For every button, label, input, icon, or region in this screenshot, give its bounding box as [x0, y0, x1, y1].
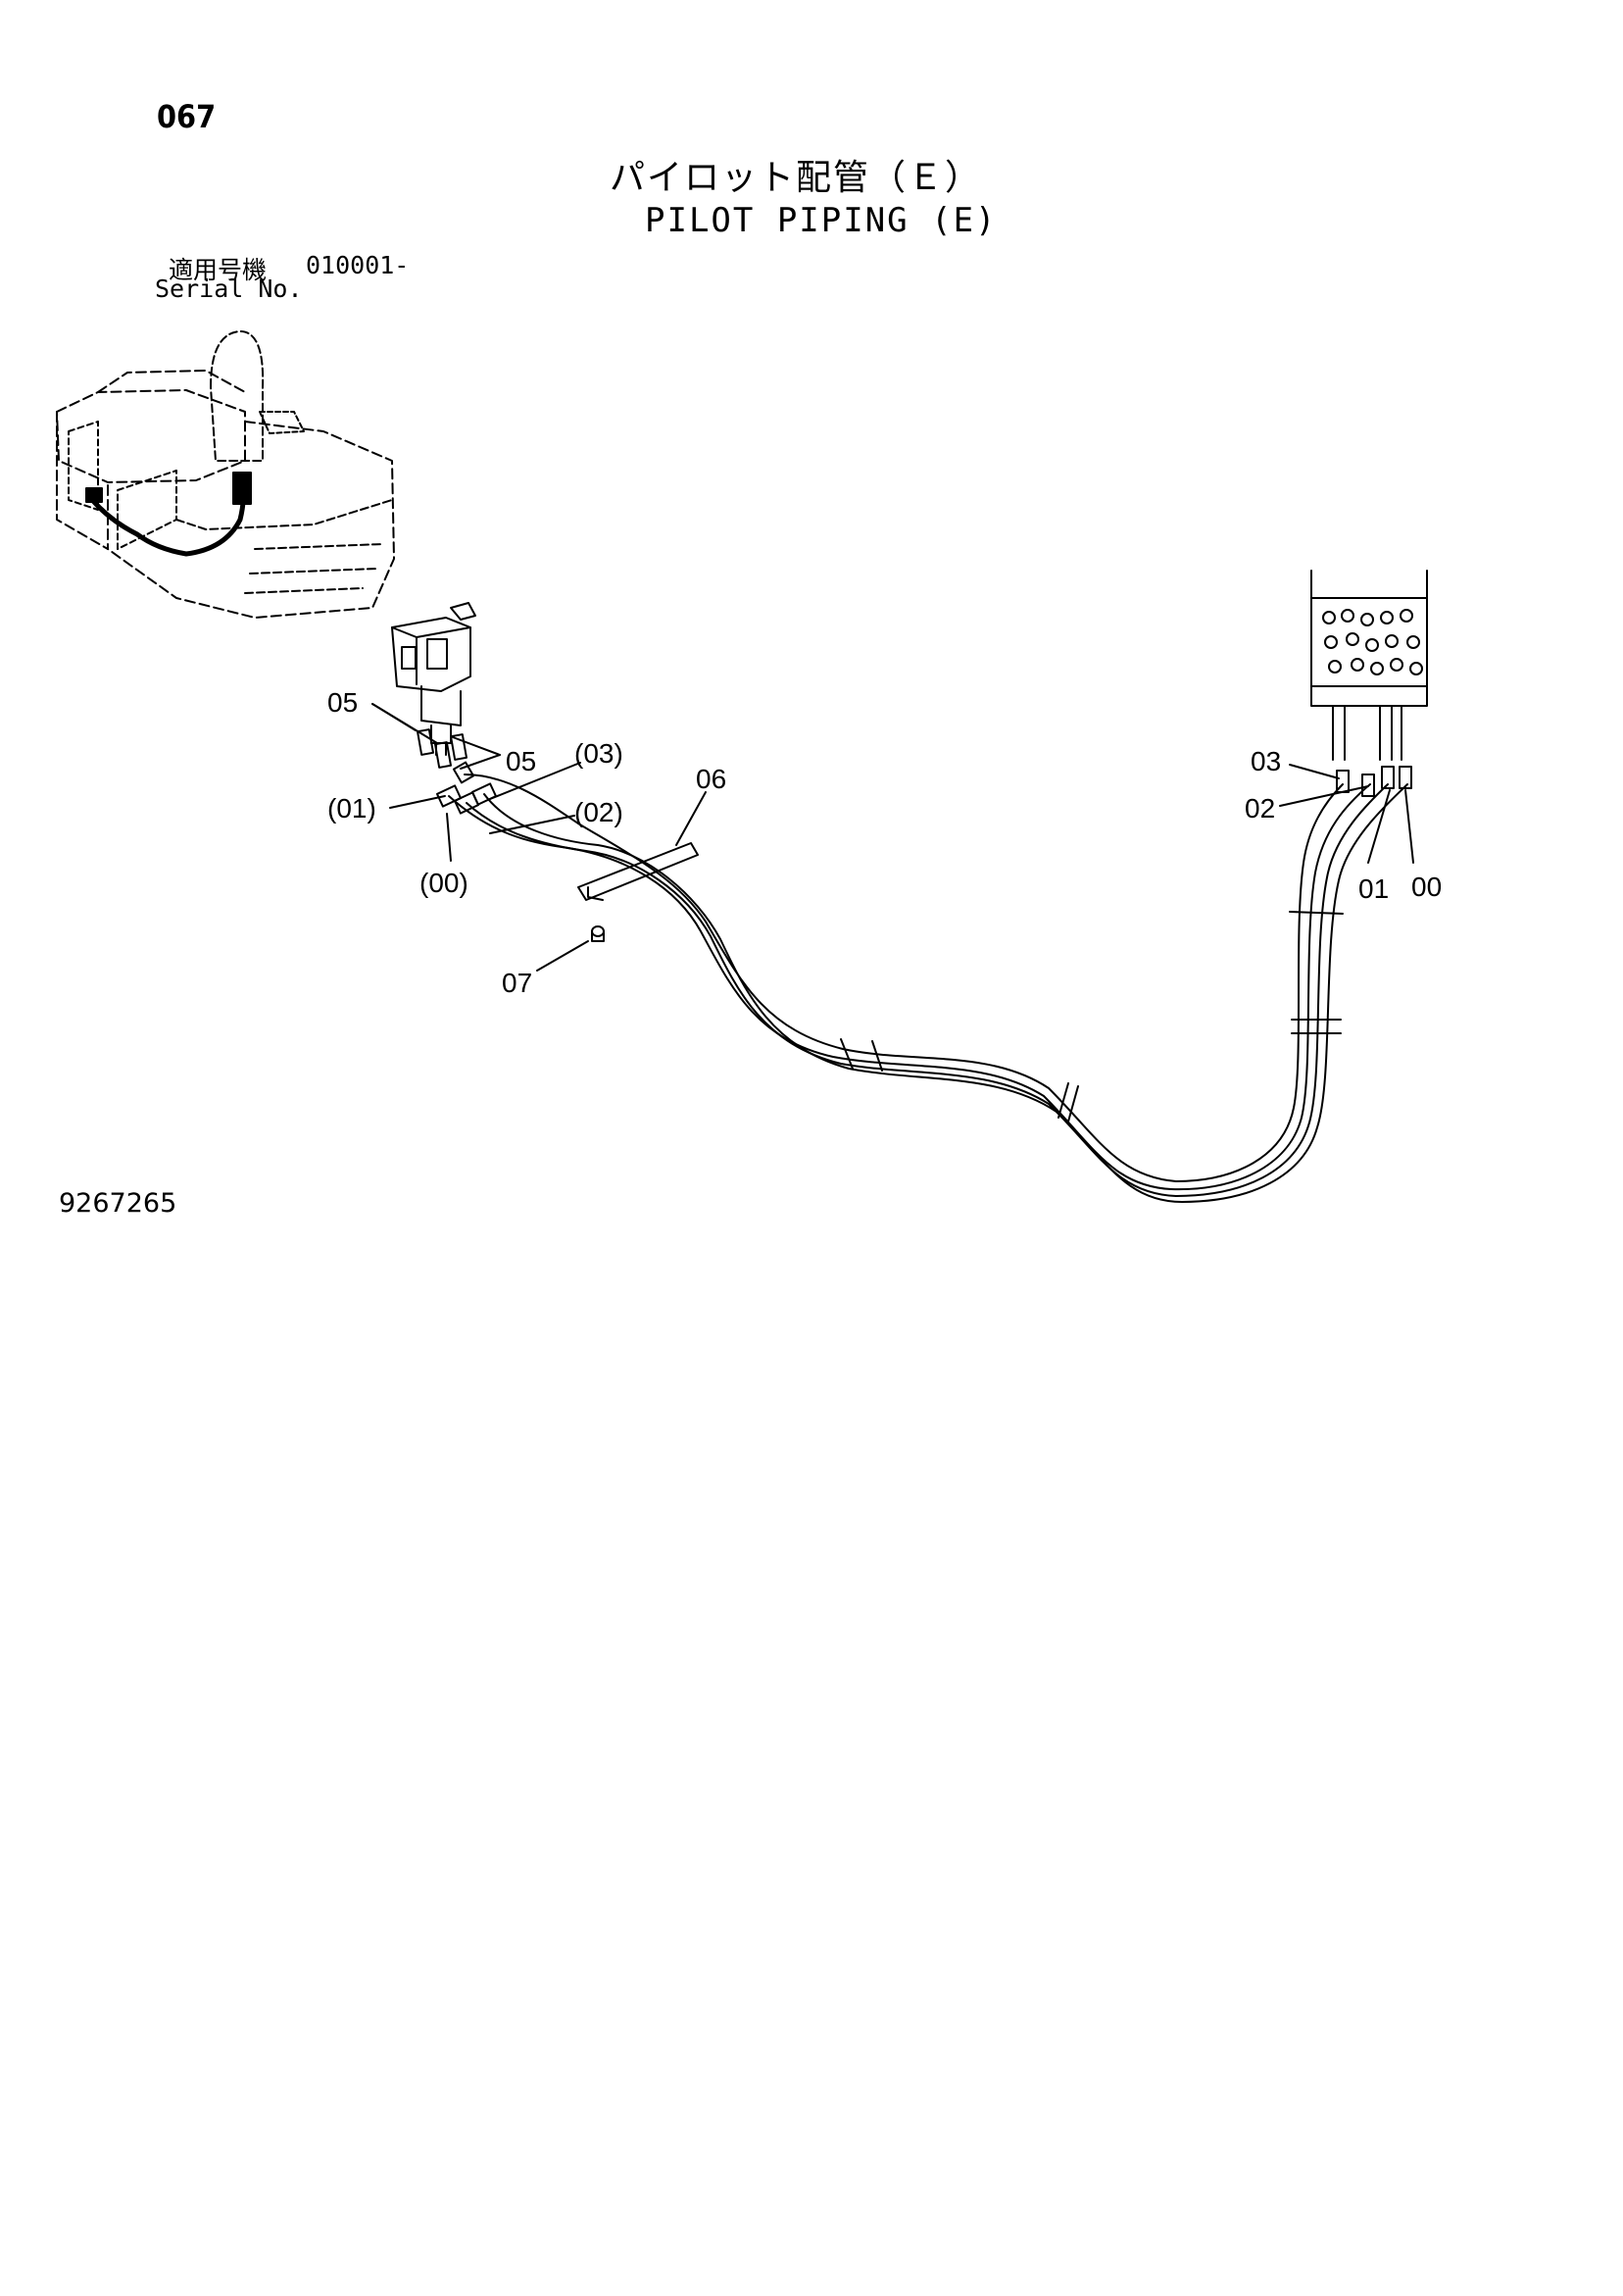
title-english: PILOT PIPING (E) [645, 201, 998, 240]
page-number: 067 [157, 98, 217, 135]
serial-label-english: Serial No. [155, 275, 303, 303]
callout-00-left: (00) [419, 868, 468, 898]
callout-05-upper: 05 [327, 687, 358, 718]
callout-06: 06 [696, 764, 726, 794]
callout-01-right: 01 [1358, 873, 1389, 904]
excavator-overview-illustration [56, 330, 395, 619]
pilot-valve-left [391, 602, 476, 756]
callout-01-left: (01) [327, 793, 376, 824]
serial-number: 010001- [306, 251, 410, 279]
hose-clamp [577, 842, 699, 901]
callout-03-left: (03) [574, 738, 623, 769]
serial-label-japanese: 適用号機 [169, 256, 268, 284]
left-fittings [417, 728, 498, 815]
callout-leaders [371, 703, 1414, 972]
title-japanese: パイロット配管（Ｅ） [610, 158, 983, 198]
callout-00-right: 00 [1411, 872, 1442, 902]
clamp-bolt [591, 925, 605, 942]
callout-05-lower: 05 [506, 746, 536, 776]
pilot-hoses [448, 774, 1408, 1203]
callout-07: 07 [502, 968, 532, 998]
callout-02-left: (02) [574, 797, 623, 827]
drawing-number: 9267265 [59, 1188, 177, 1219]
control-valve-right [1310, 570, 1428, 761]
callout-02-right: 02 [1245, 793, 1275, 824]
callout-03-right: 03 [1251, 746, 1281, 776]
